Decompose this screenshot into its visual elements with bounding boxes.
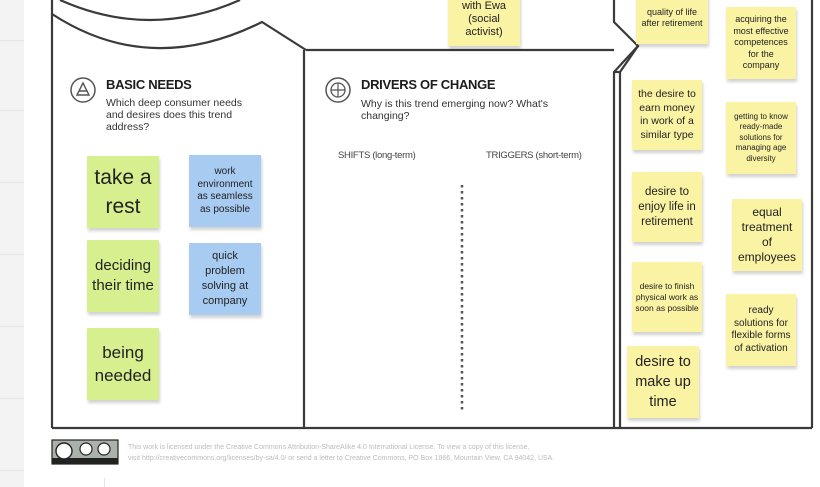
shifts-label: SHIFTS (long-term) [338,150,416,161]
license-line: This work is licensed under the Creative… [128,444,530,451]
note-text: desire to enjoy life in retirement [638,185,696,228]
sticky-note-desire-finish[interactable]: desire to finish physical work as soon a… [632,262,702,332]
sticky-note-ready-solutions[interactable]: ready solutions for flexible forms of ac… [726,294,796,366]
note-text: equal treatment of employees [737,205,797,264]
basic-needs-question: Which deep consumer needs and desires do… [106,97,242,133]
sticky-note-ewa[interactable]: with Ewa (social activist) [448,0,520,46]
question-line: Why is this trend emerging now? What's [361,98,548,110]
sticky-note-desire-earn[interactable]: the desire to earn money in work of a si… [632,80,702,150]
question-line: address? [106,121,150,133]
sticky-note-quick-problem[interactable]: quick problem solving at company [189,243,261,315]
sticky-note-desire-make[interactable]: desire to make up time [627,346,699,418]
note-text: take a rest [94,166,152,218]
sticky-note-being-needed[interactable]: being needed [87,328,159,400]
drivers-title: DRIVERS OF CHANGE [361,77,496,92]
grid-line [104,478,105,487]
note-text: quick problem solving at company [201,250,249,307]
drivers-question: Why is this trend emerging now? What's c… [361,98,548,122]
note-text: ready solutions for flexible forms of ac… [731,305,791,354]
sticky-note-work-env[interactable]: work environment as seamless as possible [189,155,261,227]
triggers-label: TRIGGERS (short-term) [486,150,582,161]
sticky-note-take-rest[interactable]: take a rest [87,156,159,228]
note-text: work environment as seamless as possible [197,166,253,215]
basic-needs-title: BASIC NEEDS [106,77,192,92]
question-line: Which deep consumer needs [106,97,242,109]
question-line: and desires does this trend [106,109,233,121]
note-text: desire to make up time [635,354,691,410]
sticky-note-equal-treatment[interactable]: equal treatment of employees [732,199,802,271]
sticky-note-quality-life[interactable]: quality of life after retirement [636,0,708,44]
note-text: acquiring the most effective competences… [733,14,789,71]
note-text: the desire to earn money in work of a si… [638,88,696,141]
license-text: This work is licensed under the Creative… [128,442,668,464]
sticky-note-desire-enjoy[interactable]: desire to enjoy life in retirement [632,172,702,242]
sticky-note-deciding[interactable]: deciding their time [87,240,159,312]
note-text: getting to know ready-made solutions for… [734,111,788,163]
note-text: with Ewa (social activist) [461,0,507,38]
note-text: deciding their time [92,257,154,294]
note-text: quality of life after retirement [641,7,703,28]
sticky-note-acquiring[interactable]: acquiring the most effective competences… [726,7,796,79]
drivers-icon [325,77,351,103]
note-text: being needed [94,343,152,385]
sticky-note-getting-know[interactable]: getting to know ready-made solutions for… [726,102,796,174]
license-line: visit http://creativecommons.org/license… [128,455,555,462]
basic-needs-icon [70,77,96,103]
note-text: desire to finish physical work as soon a… [635,280,699,313]
cc-license-badge [51,439,119,465]
question-line: changing? [361,110,410,122]
